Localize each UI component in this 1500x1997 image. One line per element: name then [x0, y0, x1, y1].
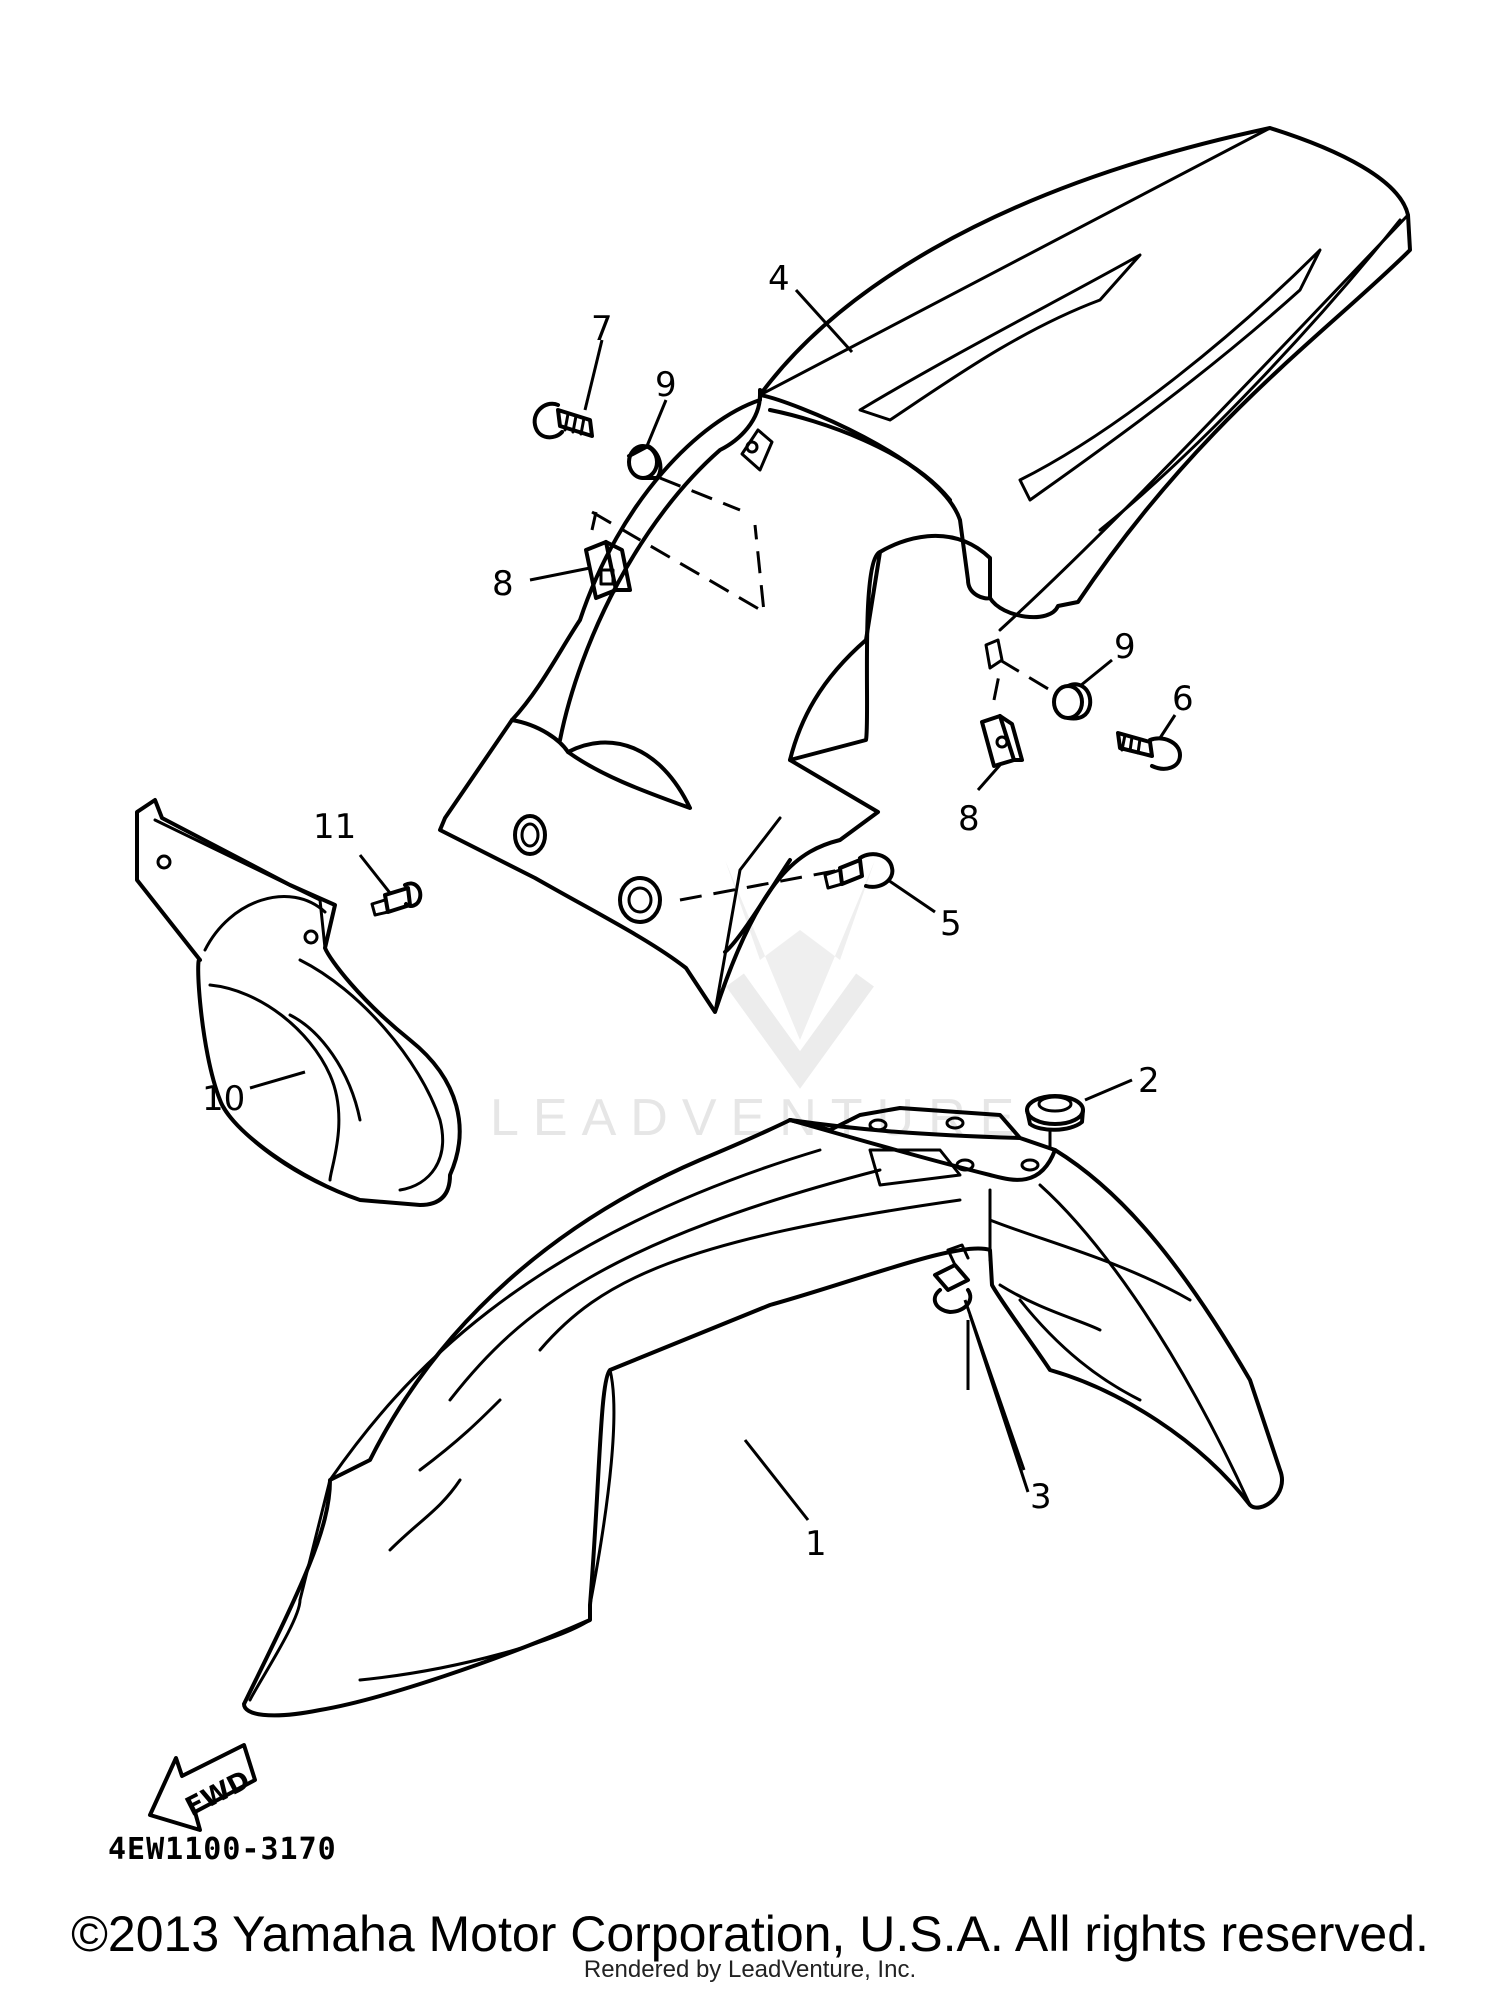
watermark-text: LEADVENTURE	[490, 1089, 1028, 1147]
rear-fender-front-bolt[interactable]	[532, 401, 594, 440]
clip-nut-upper[interactable]	[584, 540, 632, 600]
callout-9-upper: 9	[655, 365, 677, 405]
diagram-code: 4EW1100-3170	[108, 1832, 337, 1867]
leader-lines	[249, 288, 1177, 1521]
forward-direction-arrow: FWD	[148, 1743, 257, 1832]
rear-fender-side-bolt[interactable]	[1116, 731, 1182, 771]
callout-9-lower: 9	[1114, 627, 1136, 667]
callout-2: 2	[1138, 1061, 1160, 1101]
rear-fender[interactable]	[438, 126, 1412, 1014]
assembly-lines	[590, 476, 1052, 1150]
callout-1: 1	[805, 1524, 827, 1564]
collar-lower[interactable]	[1052, 682, 1093, 721]
callout-4: 4	[768, 259, 790, 299]
front-fender-bolt[interactable]	[932, 1243, 973, 1314]
callout-8-lower: 8	[958, 799, 980, 839]
callout-6: 6	[1172, 679, 1194, 719]
collar-upper[interactable]	[627, 444, 663, 480]
clip-nut-lower[interactable]	[980, 714, 1024, 768]
callout-10: 10	[202, 1079, 245, 1119]
callout-11: 11	[313, 807, 356, 847]
callout-5: 5	[940, 904, 962, 944]
fork-guard[interactable]	[135, 798, 462, 1207]
grommet[interactable]	[1025, 1094, 1085, 1132]
callout-8-upper: 8	[492, 564, 514, 604]
front-fender[interactable]	[242, 1106, 1284, 1718]
callout-3: 3	[1030, 1477, 1052, 1517]
guard-screw[interactable]	[370, 881, 423, 917]
callout-7: 7	[591, 309, 613, 349]
copyright-notice: ©2013 Yamaha Motor Corporation, U.S.A. A…	[71, 1906, 1429, 1962]
rendered-by-credit: Rendered by LeadVenture, Inc.	[583, 1956, 917, 1983]
fwd-label: FWD	[181, 1765, 255, 1823]
